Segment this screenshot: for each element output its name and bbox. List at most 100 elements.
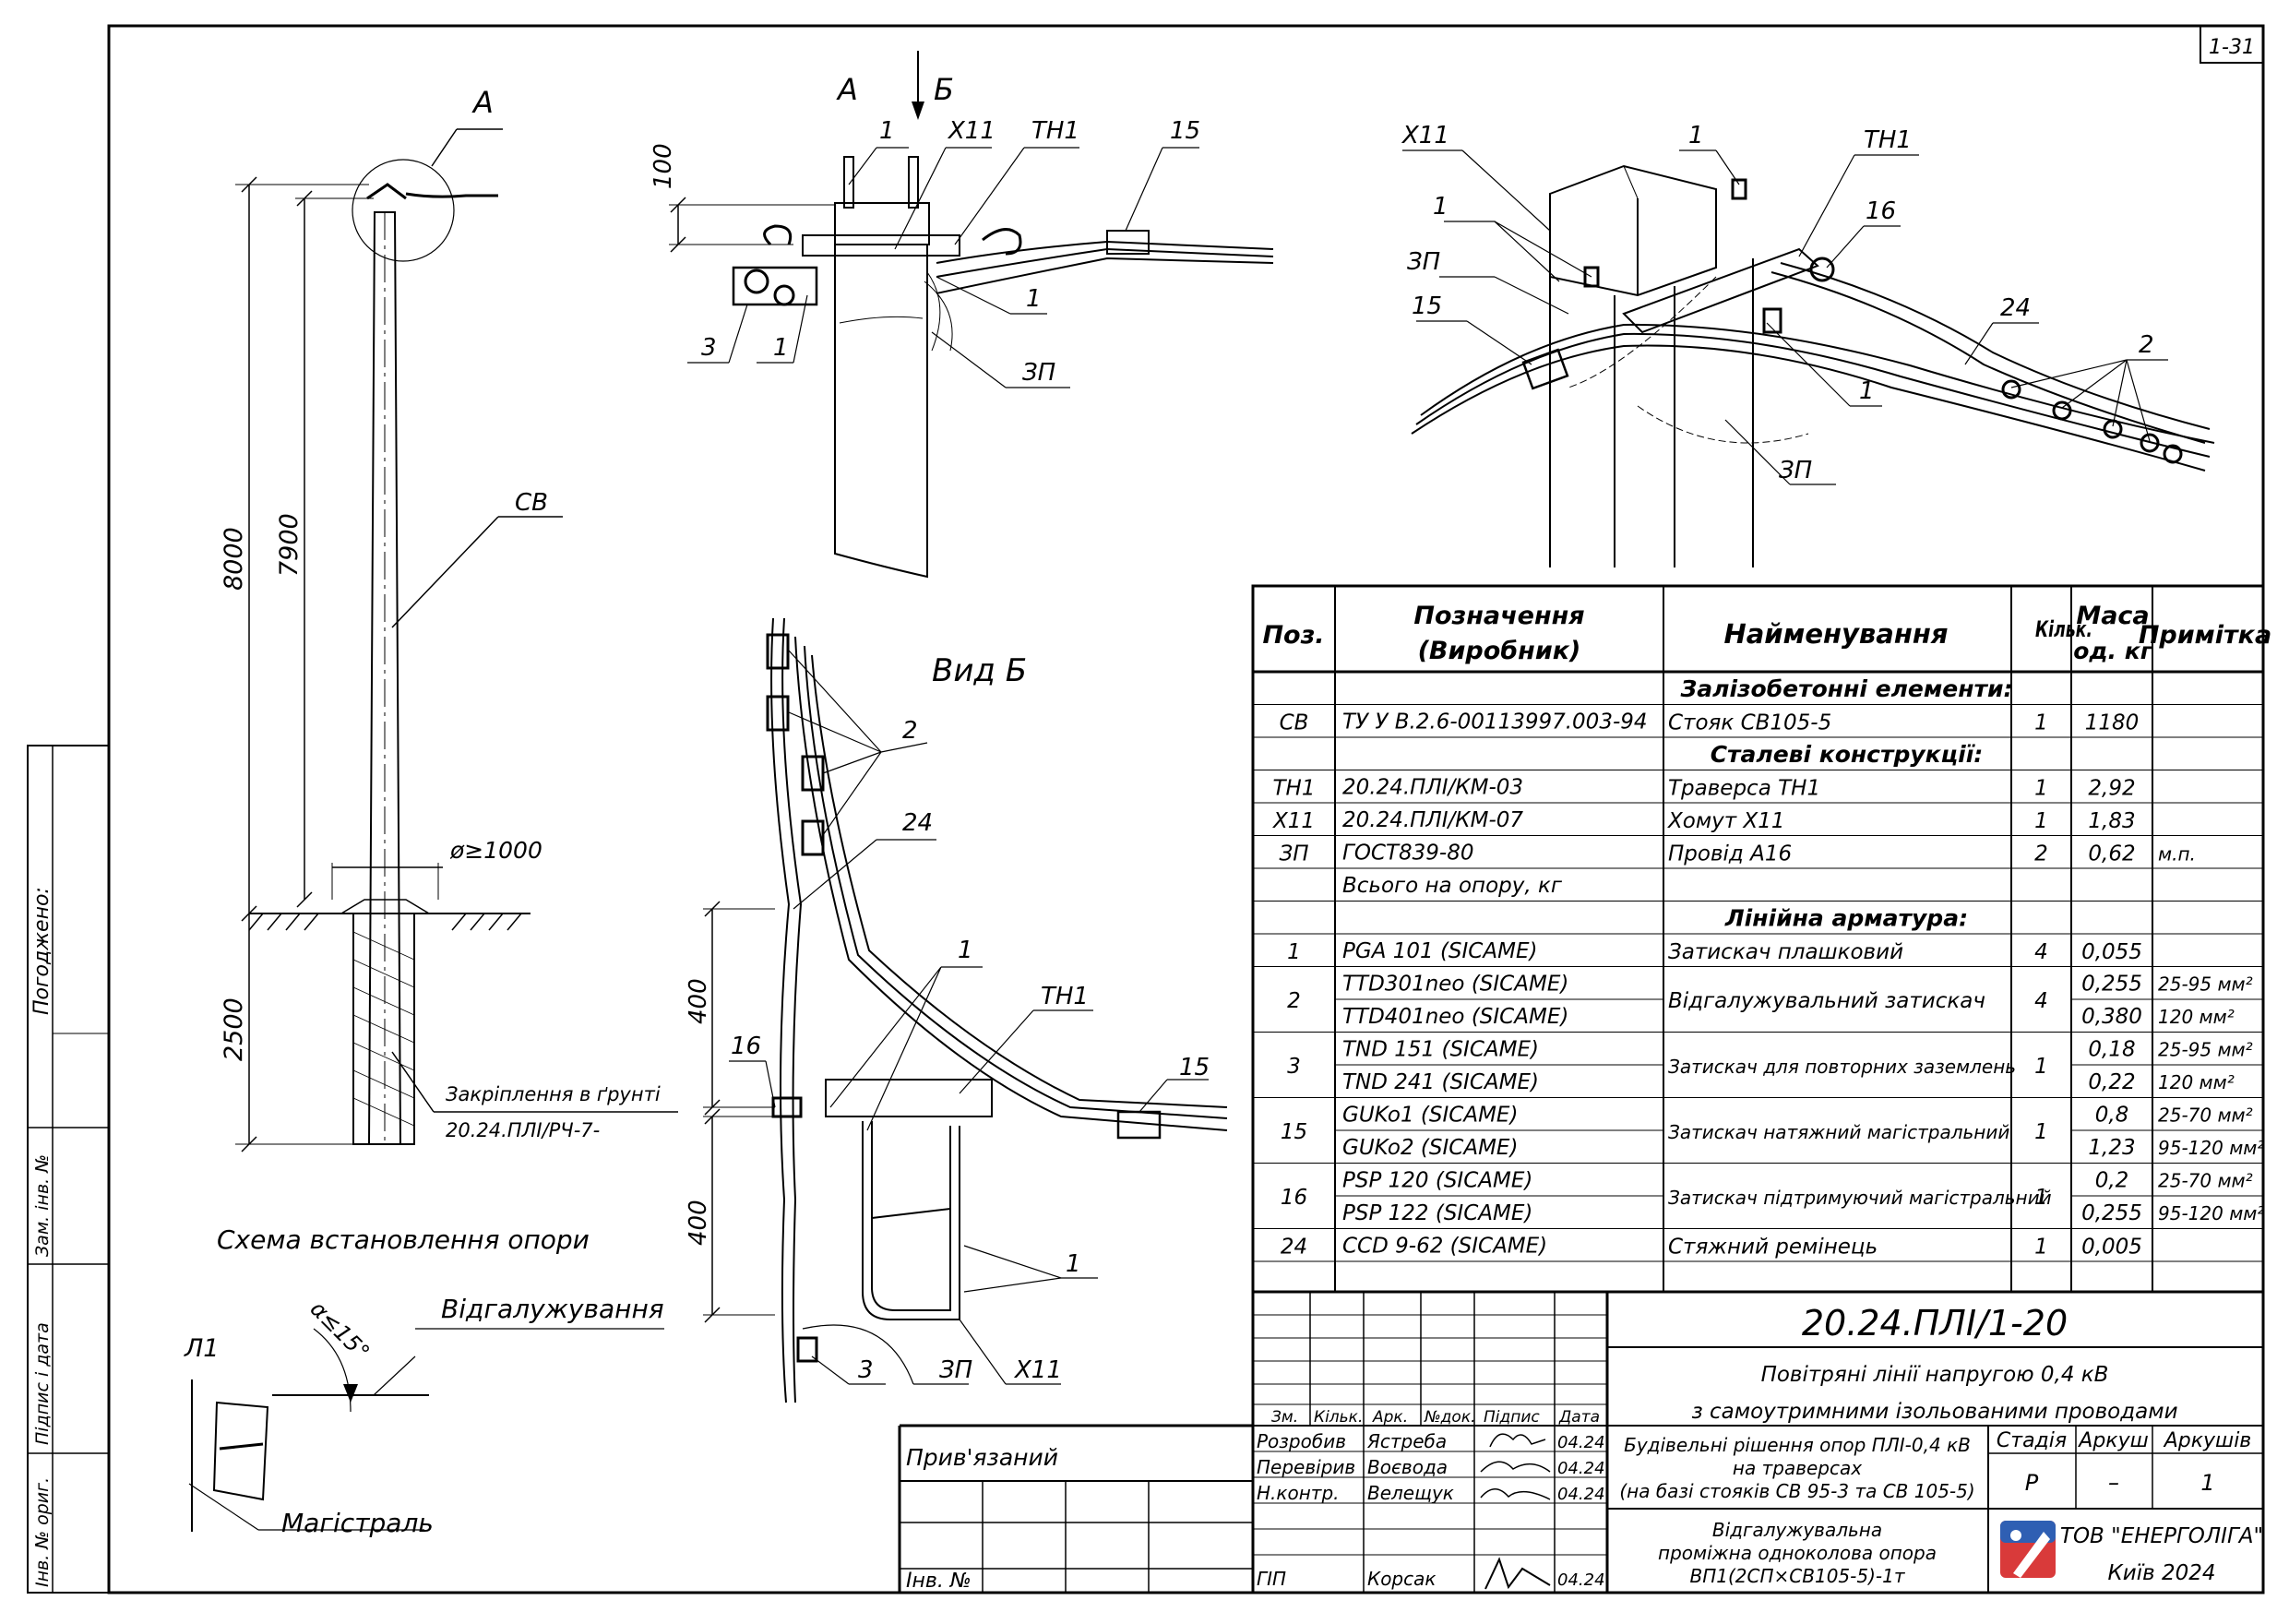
spec-section-title: Лінійна арматура: (1724, 905, 1968, 932)
role-gip: ГІП (1257, 1568, 1286, 1590)
dim-7900: 7900 (275, 513, 304, 577)
vb-callout-x11: Х11 (1013, 1356, 1062, 1384)
linked-label: Прив'язаний (906, 1444, 1058, 1471)
spec-name: Стяжний ремінець (1668, 1235, 1878, 1259)
sheet-name-1: Відгалужувальна (1712, 1519, 1882, 1541)
spec-code: GUKo2 (SICAME) (1342, 1136, 1518, 1160)
spec-pos: 15 (1281, 1120, 1307, 1144)
spec-pos: Х11 (1272, 809, 1315, 833)
spec-name: Відгалужувальний затискач (1668, 989, 1985, 1013)
subtitle-3: (на базі стояків СВ 95-3 та СВ 105-5) (1619, 1480, 1974, 1502)
trunk-label: Магістраль (281, 1508, 434, 1538)
stage-value: Р (2025, 1470, 2039, 1496)
pole-schema: А 8000 7900 2500 ø≥1000 СВ Закріплення в… (217, 85, 678, 1255)
hdr-code: Позначення (1413, 602, 1584, 630)
spec-note: 25-70 мм² (2158, 1105, 2253, 1127)
doc-number: 20.24.ПЛІ/1-20 (1802, 1303, 2068, 1343)
anchoring-label: Закріплення в ґрунті (446, 1083, 661, 1105)
hdr-mass: Маса (2076, 602, 2149, 630)
vb-callout-16: 16 (731, 1033, 761, 1060)
title-line-1: Повітряні лінії напругою 0,4 кВ (1761, 1363, 2109, 1387)
iso-callout-15: 15 (1412, 293, 1442, 320)
inv-no-label: Інв. № (906, 1570, 972, 1593)
spec-code: PSP 120 (SICAME) (1342, 1169, 1532, 1193)
iso-callout-1: 1 (1688, 122, 1704, 149)
iso-callout-zp2: ЗП (1779, 457, 1812, 484)
iso-callout-1c: 1 (1859, 377, 1875, 405)
dim-8000: 8000 (220, 527, 248, 591)
va-callout-1c: 1 (1026, 285, 1042, 313)
spec-code: 20.24.ПЛІ/КМ-07 (1342, 808, 1523, 832)
va-callout-15: 15 (1170, 117, 1200, 145)
vb-callout-tn1: ТН1 (1041, 983, 1089, 1010)
name-developer: Ястреба (1366, 1430, 1447, 1452)
spec-qty: 4 (2034, 989, 2048, 1013)
spec-code: ГОСТ839-80 (1342, 842, 1474, 866)
spec-name: Затискач натяжний магістральний (1668, 1121, 2009, 1143)
sheet-id: 1-31 (2209, 36, 2255, 59)
spec-mass: 0,62 (2088, 842, 2135, 866)
name-checker: Воєвода (1367, 1456, 1448, 1478)
title-line-2: з самоутримними ізольованими проводами (1691, 1400, 2177, 1424)
stage-header: Стадія (1997, 1429, 2067, 1452)
sheet-name-3: ВП1(2СП×СВ105-5)-1т (1690, 1565, 1906, 1587)
anchoring-code: 20.24.ПЛІ/РЧ-7- (446, 1119, 600, 1141)
vb-callout-zp: ЗП (939, 1356, 972, 1384)
va-callout-tn1: ТН1 (1031, 117, 1079, 145)
sheets-header: Аркушів (2163, 1429, 2252, 1452)
sheet-header: Аркуш (2077, 1429, 2148, 1452)
iso-callout-tn1: ТН1 (1864, 126, 1912, 154)
view-a: 100 А Б 1 Х11 ТН1 15 3 1 1 ЗП (650, 51, 1274, 579)
spec-pos: 1 (1287, 940, 1301, 964)
spec-qty: 2 (2034, 842, 2048, 866)
sheets-value: 1 (2200, 1470, 2214, 1496)
spec-code: GUKo1 (SICAME) (1342, 1104, 1518, 1128)
spec-mass: 0,255 (2081, 973, 2142, 997)
dim-400-top: 400 (685, 978, 712, 1024)
spec-name: Затискач для повторних заземлень (1668, 1056, 2016, 1078)
col-hdr-date: Дата (1558, 1408, 1600, 1427)
spec-note: 25-95 мм² (2158, 973, 2253, 996)
va-callout-3: 3 (701, 334, 717, 362)
spec-mass: 0,2 (2095, 1169, 2129, 1193)
spec-section-title: Залізобетонні елементи: (1680, 675, 2013, 702)
spec-mass: 2,92 (2088, 776, 2135, 800)
spec-qty: 1 (2034, 776, 2048, 800)
branch-diagram: Відгалужування α≤15° Л1 Магістраль (184, 1294, 664, 1538)
schema-caption: Схема встановлення опори (217, 1224, 590, 1255)
orig-inv-label: Інв. № ориг. (32, 1477, 53, 1587)
spec-name: Провід А16 (1668, 842, 1792, 866)
spec-mass: 1,83 (2088, 809, 2135, 833)
spec-note: 25-70 мм² (2158, 1170, 2253, 1192)
hdr-unit: од. кг (2073, 638, 2153, 664)
name-norm-control: Велещук (1367, 1482, 1454, 1504)
signature-norm-control (1480, 1488, 1551, 1500)
spec-name: Затискач плашковий (1668, 940, 1903, 964)
spec-pos: СВ (1280, 710, 1309, 734)
spec-mass: 0,18 (2088, 1038, 2135, 1062)
spec-mass: 1180 (2085, 710, 2140, 734)
role-checker: Перевірив (1257, 1456, 1355, 1478)
iso-callout-24: 24 (2000, 294, 2031, 322)
spec-table: Поз. Позначення (Виробник) Найменування … (1251, 584, 2271, 1294)
view-a-label: А (836, 72, 858, 107)
spec-note: 25-95 мм² (2158, 1039, 2253, 1061)
date-developer: 04.24 (1557, 1433, 1605, 1452)
col-hdr-sign: Підпис (1484, 1408, 1540, 1427)
col-hdr-sheet: Арк. (1372, 1408, 1408, 1427)
va-callout-1: 1 (879, 117, 895, 145)
pole-code-label: СВ (515, 489, 548, 517)
spec-qty: 1 (2034, 1055, 2048, 1079)
spec-note: 120 мм² (2158, 1071, 2235, 1093)
col-hdr-qty: Кільк. (1314, 1408, 1363, 1427)
subtitle-2: на траверсах (1733, 1457, 1862, 1479)
spec-name: Траверса ТН1 (1668, 776, 1820, 800)
hdr-qty: Кільк. (2035, 616, 2092, 642)
sheet-id-box (2200, 25, 2264, 64)
spec-mass: 0,380 (2081, 1005, 2142, 1029)
sheet-value: – (2108, 1470, 2119, 1496)
spec-pos: 16 (1281, 1186, 1307, 1210)
company-logo (2000, 1521, 2056, 1578)
